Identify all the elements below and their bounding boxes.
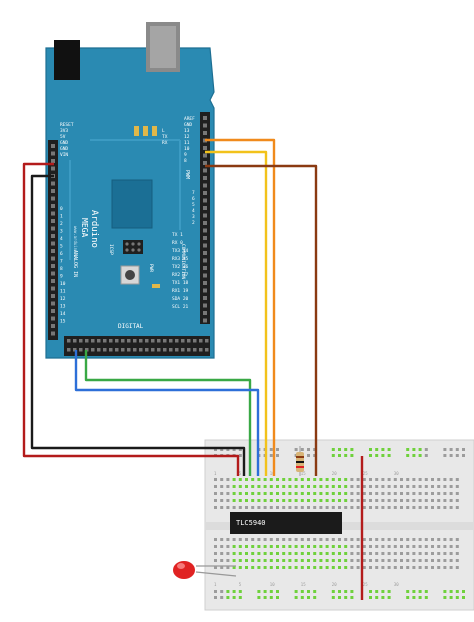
pwm-pin-label: 5 [192,202,195,208]
analog-pin-label: 5 [60,244,63,250]
analog-pin-label: 10 [60,281,66,287]
analog-pin-label: 4 [60,236,63,242]
pwm-pin-label: 4 [192,208,195,214]
analog-pin-label: 9 [60,274,63,280]
header-pin-label: 11 [184,140,190,146]
header-pin-label: 13 [184,128,190,134]
power-pin-label: RESET [60,122,74,128]
analog-pin-label: 7 [60,259,63,265]
comm-pin-label: RX 0 [172,240,183,246]
pwm-label: PWM [184,170,190,179]
wire-green-d51 [84,350,252,476]
led-tx [143,126,148,136]
pwm-pin-label: 6 [192,196,195,202]
analog-pin-label: 1 [60,214,63,220]
wire-blue-d52 [74,350,260,476]
wire-yellow-d10 [205,150,268,476]
wire-black-gnd [30,174,246,476]
analog-pin-label: 11 [60,289,66,295]
column-number: 10 [270,471,275,476]
wire-red-5v [22,162,240,476]
column-number: 10 [270,582,275,587]
column-number: 1 [214,471,217,476]
led-label: RX [162,140,168,146]
tlc5940-chip [230,512,342,534]
header-pin-label: AREF [184,116,195,122]
led-label: TX [162,134,168,140]
column-number: 15 [301,582,306,587]
pwm-pin-label: 3 [192,214,195,220]
right-header [200,112,210,324]
analog-pin-label: 3 [60,229,63,235]
pwm-pin-label: 2 [192,220,195,226]
board-name-label: Arduino [89,210,99,248]
led-label: L [162,128,165,134]
analog-pin-label: 6 [60,251,63,257]
comm-pin-label: TX 1 [172,232,183,238]
analog-pin-label: 15 [60,319,66,325]
comm-pin-label: TX3 14 [172,248,189,254]
column-number: 20 [332,582,337,587]
led-pwr [152,284,160,288]
icsp-label: ICSP [108,244,114,255]
icsp-header [123,240,143,254]
communication-label: COMMUNICATION [180,244,186,280]
comm-pin-label: SDA 20 [172,296,189,302]
led-rx [152,126,157,136]
wire-orange-d11 [205,138,276,476]
column-number: 30 [394,471,399,476]
header-pin-label: 9 [184,152,187,158]
arduino-mega-board: Arduino MEGA www.arduino.cc ICSP DIGITAL… [45,22,215,359]
header-pin-label: 10 [184,146,190,152]
column-number: 5 [239,582,242,587]
power-pin-label: VIN [60,152,68,158]
power-pin-label: GND [60,140,68,146]
led-l [134,126,139,136]
header-pin-label: 12 [184,134,190,140]
comm-pin-label: SCL 21 [172,304,189,310]
digital-label: DIGITAL [118,323,144,330]
comm-pin-label: RX3 15 [172,256,189,262]
column-number: 30 [394,582,399,587]
wires [22,138,364,600]
analog-pin-label: 8 [60,266,63,272]
mcu-chip [111,179,153,229]
pwr-label: PWR [148,264,154,272]
analog-pin-label: 0 [60,206,63,212]
comm-pin-label: TX1 18 [172,280,189,286]
column-number: 15 [301,471,306,476]
pwm-pin-label: 7 [192,190,195,196]
comm-pin-label: TX2 16 [172,264,189,270]
column-number: 1 [214,582,217,587]
resistor [296,446,304,476]
analog-pin-label: 14 [60,311,66,317]
header-pin-label: GND [184,122,192,128]
comm-pin-label: RX1 19 [172,288,189,294]
left-header [48,140,58,340]
analog-in-label: ANALOG IN [72,250,78,277]
column-number: 25 [363,582,368,587]
column-number: 25 [363,471,368,476]
board-model-label: MEGA [80,218,89,237]
analog-pin-label: 12 [60,296,66,302]
column-number: 5 [239,471,242,476]
chip-label: TLC5940 [236,519,266,527]
column-number: 20 [332,471,337,476]
power-pin-label: 5V [60,134,66,140]
analog-pin-label: 13 [60,304,66,310]
comm-pin-label: RX2 17 [172,272,189,278]
board-url-label: www.arduino.cc [73,226,78,260]
wire-brown-d9 [205,164,318,476]
red-led [173,561,237,579]
analog-pin-label: 2 [60,221,63,227]
power-pin-label: GND [60,146,68,152]
header-pin-label: 8 [184,158,187,164]
power-pin-label: 3V3 [60,128,68,134]
